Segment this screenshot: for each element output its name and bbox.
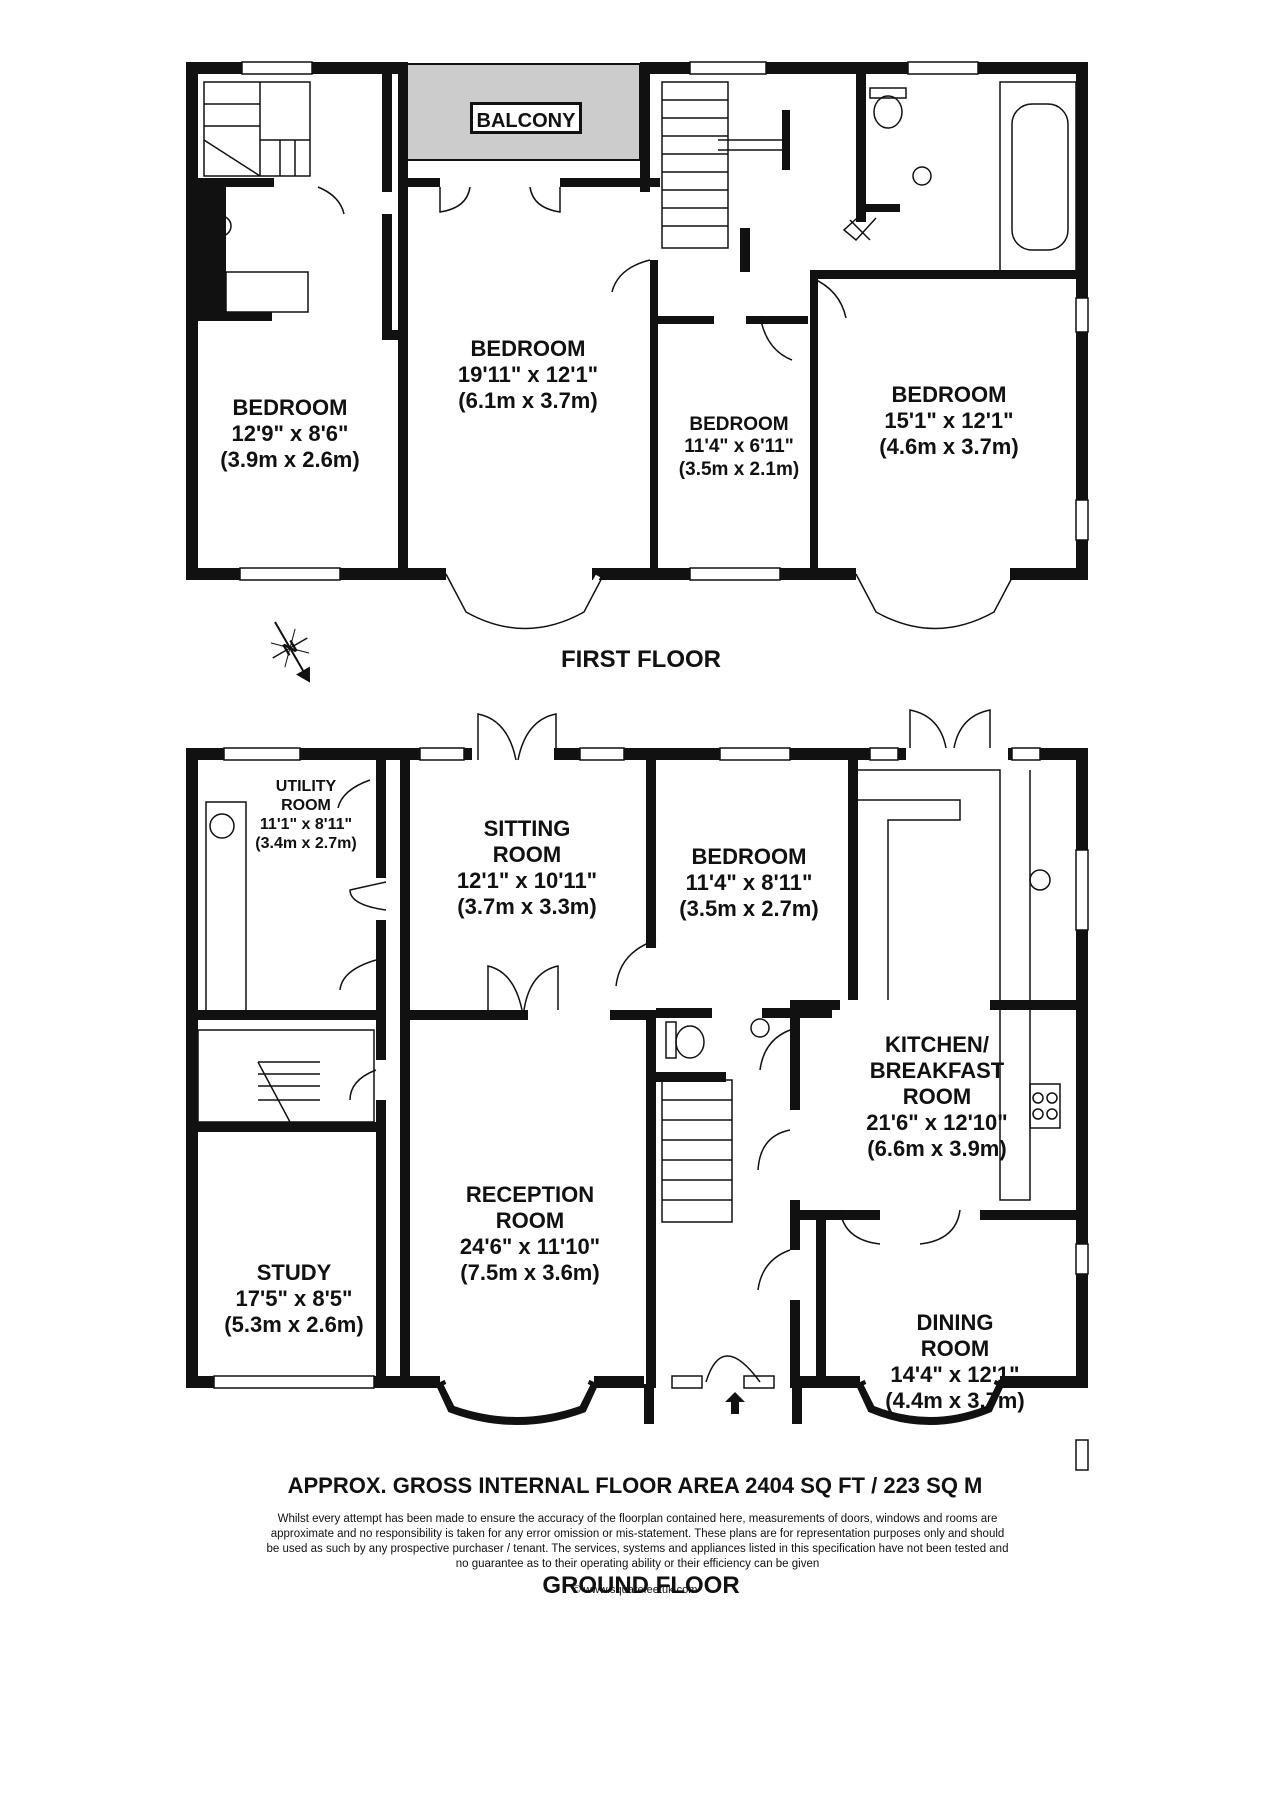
first-floor-bedroom-4-label: BEDROOM 15'1" x 12'1" (4.6m x 3.7m)	[879, 382, 1018, 460]
ground-floor-bedroom-label: BEDROOM 11'4" x 8'11" (3.5m x 2.7m)	[679, 844, 818, 922]
reception-room-label: RECEPTION ROOM 24'6" x 11'10" (7.5m x 3.…	[460, 1182, 600, 1286]
room-dimensions-imperial: 12'1" x 10'11"	[456, 867, 598, 893]
first-floor-bedroom-1-label: BEDROOM 12'9" x 8'6" (3.9m x 2.6m)	[220, 395, 359, 473]
room-name: RECEPTION	[465, 1182, 595, 1207]
first-floor-bedroom-3-label: BEDROOM 11'4" x 6'11" (3.5m x 2.1m)	[679, 414, 799, 481]
room-dimensions-metric: (4.6m x 3.7m)	[879, 433, 1019, 459]
compass-icon: N	[270, 621, 310, 683]
room-dimensions-imperial: 15'1" x 12'1"	[884, 407, 1014, 433]
room-name-line-2: ROOM	[495, 1207, 565, 1233]
dining-room-label: DINING ROOM 14'4" x 12'1" (4.4m x 3.7m)	[885, 1310, 1024, 1414]
study-label: STUDY 17'5" x 8'5" (5.3m x 2.6m)	[224, 1260, 363, 1338]
room-dimensions-imperial: 19'11" x 12'1"	[457, 361, 599, 387]
room-dimensions-metric: (3.7m x 3.3m)	[457, 893, 597, 919]
room-dimensions-imperial: 17'5" x 8'5"	[235, 1285, 353, 1311]
room-dimensions-imperial: 24'6" x 11'10"	[459, 1233, 601, 1259]
sitting-room-label: SITTING ROOM 12'1" x 10'11" (3.7m x 3.3m…	[457, 816, 597, 920]
room-name: BEDROOM	[689, 414, 789, 435]
ground-floor-plan	[186, 709, 1089, 1471]
room-name: STUDY	[256, 1260, 332, 1285]
svg-text:N: N	[279, 636, 300, 660]
room-dimensions-metric: (3.5m x 2.7m)	[679, 895, 819, 921]
room-dimensions-metric: (6.6m x 3.9m)	[867, 1135, 1007, 1161]
room-name: DINING	[916, 1310, 994, 1335]
room-dimensions-metric: (3.5m x 2.1m)	[678, 458, 800, 480]
room-name-line-3: ROOM	[902, 1083, 972, 1109]
room-dimensions-imperial: 14'4" x 12'1"	[890, 1361, 1020, 1387]
room-name: BEDROOM	[891, 382, 1007, 407]
room-dimensions-imperial: 11'1" x 8'11"	[259, 815, 353, 833]
room-dimensions-metric: (3.9m x 2.6m)	[220, 446, 360, 472]
room-dimensions-metric: (5.3m x 2.6m)	[224, 1311, 364, 1337]
room-dimensions-imperial: 11'4" x 8'11"	[685, 869, 813, 895]
ground-floor-title-visible: GROUND FLOOR	[542, 1572, 740, 1599]
first-floor-title: FIRST FLOOR	[561, 646, 721, 673]
room-name: SITTING	[483, 816, 571, 841]
room-name-line-2: ROOM	[920, 1335, 990, 1361]
room-dimensions-imperial: 12'9" x 8'6"	[231, 420, 349, 446]
room-dimensions-metric: (7.5m x 3.6m)	[460, 1259, 600, 1285]
room-name-line-2: ROOM	[281, 796, 331, 814]
first-floor-plan: N	[186, 61, 1089, 683]
disclaimer-text: Whilst every attempt has been made to en…	[266, 1513, 1009, 1570]
room-name: UTILITY	[275, 778, 337, 795]
room-name: BEDROOM	[232, 395, 348, 420]
room-name: BEDROOM	[691, 844, 807, 869]
kitchen-breakfast-room-label: KITCHEN/ BREAKFAST ROOM 21'6" x 12'10" (…	[866, 1032, 1007, 1162]
room-dimensions-imperial: 21'6" x 12'10"	[866, 1109, 1008, 1135]
gross-floor-area: APPROX. GROSS INTERNAL FLOOR AREA 2404 S…	[287, 1473, 983, 1498]
room-name: BEDROOM	[470, 336, 586, 361]
first-floor-bedroom-2-label: BEDROOM 19'11" x 12'1" (6.1m x 3.7m)	[458, 336, 598, 414]
balcony-label: BALCONY	[470, 102, 582, 134]
room-name: KITCHEN/	[885, 1032, 989, 1057]
room-dimensions-metric: (4.4m x 3.7m)	[885, 1387, 1025, 1413]
room-dimensions-imperial: 11'4" x 6'11"	[684, 436, 794, 458]
room-dimensions-metric: (6.1m x 3.7m)	[458, 387, 598, 413]
room-dimensions-metric: (3.4m x 2.7m)	[255, 834, 357, 852]
copyright-link[interactable]: © www.squarefeetuk.com	[572, 1584, 698, 1596]
utility-room-label: UTILITY ROOM 11'1" x 8'11" (3.4m x 2.7m)	[255, 778, 356, 854]
room-name-line-2: BREAKFAST	[869, 1057, 1005, 1083]
room-name-line-2: ROOM	[492, 841, 562, 867]
